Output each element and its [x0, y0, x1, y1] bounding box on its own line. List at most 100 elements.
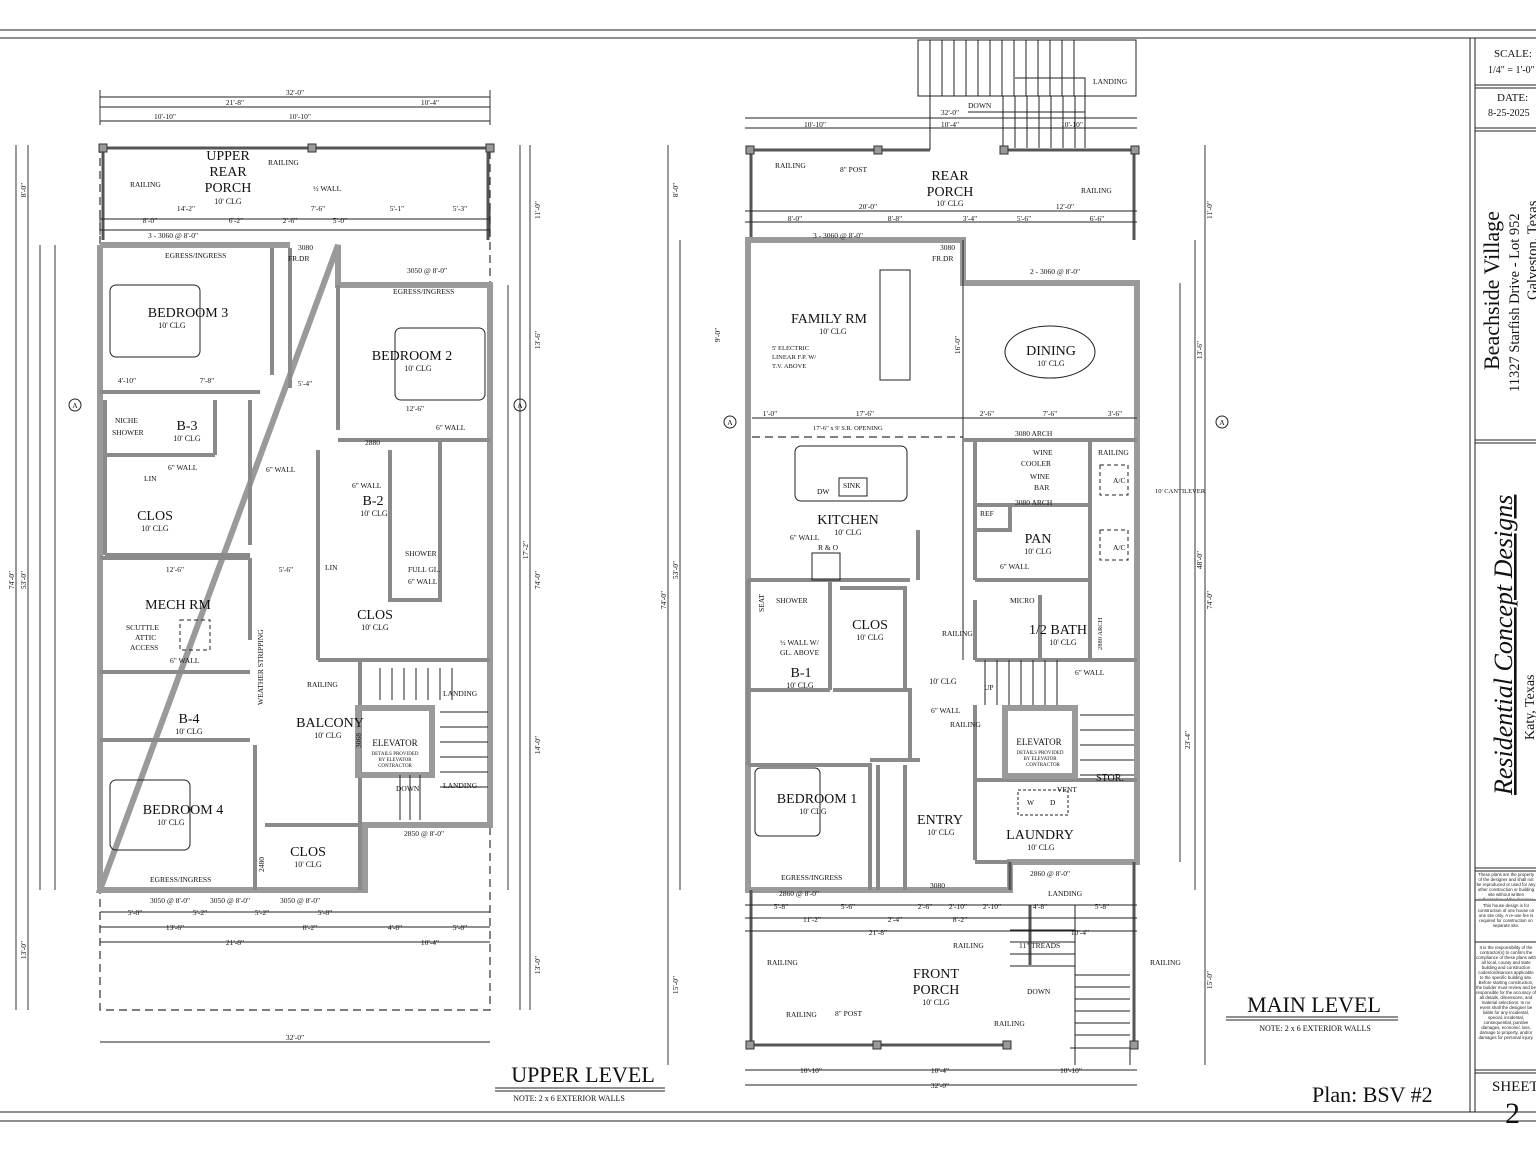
sheet-label: SHEET: [1492, 1079, 1536, 1095]
project-name: Beachside Village: [1479, 211, 1504, 370]
dimension-label: 5'-3": [453, 204, 467, 213]
plan-linework: [745, 1040, 755, 1050]
plan-label: A: [517, 401, 523, 410]
plan-label: 10' CLG: [294, 860, 322, 869]
dimension-label: 32'-0": [941, 108, 959, 117]
plan-label: 3080 ARCH: [1015, 429, 1053, 438]
dimension-label: 7'-8": [200, 376, 214, 385]
plan-label: LANDING: [443, 689, 478, 698]
sink-icon: [838, 477, 868, 497]
plan-label: RAILING: [1150, 958, 1181, 967]
plan-label: D: [1050, 798, 1056, 807]
dimension-label: 10'-4": [931, 1066, 949, 1075]
plan-linework: [929, 40, 1086, 150]
dimension-label: 14'-0": [533, 736, 542, 754]
dimension-label: 4'-8": [1033, 902, 1047, 911]
plan-label: 10' CLG: [834, 528, 862, 537]
dimension-label: 5'-8": [318, 908, 332, 917]
plan-label: 2 - 3060 @ 8'-0": [1030, 267, 1080, 276]
plan-label: 3068: [354, 733, 363, 748]
liability-note: It is the responsibility of the contract…: [1476, 945, 1536, 1040]
plan-label: RAILING: [994, 1019, 1025, 1028]
plan-label: UP: [984, 683, 994, 692]
dimension-label: 2'-6": [918, 902, 932, 911]
room-bedroom-4: BEDROOM 4: [143, 803, 224, 818]
upper-porch-railing: [101, 146, 490, 240]
plan-label: A: [72, 401, 78, 410]
dimension-label: 12'-6": [406, 404, 424, 413]
dimension-label: 48'-0": [1195, 551, 1204, 569]
plan-linework: [1129, 1040, 1139, 1050]
plan-label: 6" WALL: [790, 533, 820, 542]
dimension-label: 74'-0": [1205, 591, 1214, 609]
dimension-label: 74'-0": [533, 571, 542, 589]
kitchen-island: [794, 445, 908, 502]
room-label: UPPER: [206, 149, 250, 164]
plan-label: 10' CLG: [360, 509, 388, 518]
plan-label: 5' ELECTRIC: [772, 345, 809, 352]
dimension-label: 13'-6": [166, 923, 184, 932]
dimension-label: 3'-6": [1108, 409, 1122, 418]
dimension-label: 13'-6": [1195, 341, 1204, 359]
plan-label: MICRO: [1010, 596, 1035, 605]
plan-label: 6" WALL: [931, 706, 961, 715]
plan-label: 3050 @ 8'-0": [210, 896, 250, 905]
plan-label: NICHE: [115, 416, 138, 425]
plan-linework: [379, 668, 488, 820]
plan-label: LANDING: [1048, 889, 1083, 898]
scale-label: SCALE:: [1494, 48, 1532, 60]
plan-label: PORCH: [927, 185, 974, 200]
plan-label: 6" WALL: [168, 463, 198, 472]
plan-label: VENT: [1057, 785, 1077, 794]
dimension-label: 21'-8": [869, 928, 887, 937]
dimension-label: 8'-0": [143, 216, 157, 225]
plan-label: LANDING: [1093, 77, 1128, 86]
plan-label: 10' CLG: [922, 998, 950, 1007]
plan-label: 2880: [365, 438, 380, 447]
plan-linework: [68, 398, 82, 412]
attic-scuttle: [179, 619, 211, 651]
room-closet: CLOS: [137, 509, 173, 524]
dimension-label: 10'-10": [804, 120, 826, 129]
dimension-label: 53'-0": [671, 561, 680, 579]
plan-label: 10' CLG: [927, 828, 955, 837]
dimension-label: 2'-6": [980, 409, 994, 418]
room-laundry: LAUNDRY: [1006, 828, 1074, 843]
plan-label: RAILING: [942, 629, 973, 638]
plan-label: 2480: [257, 857, 266, 872]
dimension-label: 10'-10": [800, 1066, 822, 1075]
plan-label: WEATHER STRIPPING: [256, 629, 265, 705]
dimension-label: 8'-0": [671, 183, 680, 197]
room-storage: STOR.: [1096, 773, 1124, 784]
room-bedroom-2: BEDROOM 2: [372, 349, 453, 364]
plan-label: 10' CLG: [786, 681, 814, 690]
dimension-label: 21'-8": [226, 938, 244, 947]
plan-label: 6" WALL: [408, 577, 438, 586]
plan-label: 10' CLG: [819, 327, 847, 336]
washer-dryer: [1017, 789, 1069, 816]
upper-dimensions: 32'-0" 21'-8" 10'-4" 10'-10" 10'-10" 14'…: [7, 88, 542, 1043]
room-elevator: ELEVATOR: [1016, 737, 1061, 747]
dimension-label: 11'-2": [803, 915, 821, 924]
dimension-label: 6'-2": [229, 216, 243, 225]
main-dimensions: 32'-0" 10'-10" 10'-4" 10'-10" 20'-0" 12'…: [659, 108, 1214, 1090]
room-kitchen: KITCHEN: [817, 513, 878, 528]
plan-linework: [98, 143, 108, 153]
dimension-label: 10'-4": [941, 120, 959, 129]
dimension-label: 8'-8": [888, 214, 902, 223]
plan-label: 10' CLG: [214, 197, 242, 206]
dimension-label: 4'-8": [388, 923, 402, 932]
plan-label: GL. ABOVE: [780, 648, 820, 657]
plan-linework: [513, 398, 527, 412]
plan-label: 10' CLG: [929, 677, 957, 686]
plan-label: CONTRACTOR: [378, 764, 412, 769]
plan-label: ½ WALL: [313, 184, 342, 193]
plan-label: EGRESS/INGRESS: [393, 287, 454, 296]
plan-label: 2860 @ 8'-0": [779, 889, 819, 898]
plan-linework: [667, 117, 1206, 1086]
dimension-label: 2'-6": [283, 216, 297, 225]
plan-label: 3 - 3060 @ 8'-0": [148, 231, 198, 240]
plan-linework: [745, 145, 755, 155]
plan-label: 3080: [298, 243, 313, 252]
dimension-label: 8'-0": [788, 214, 802, 223]
